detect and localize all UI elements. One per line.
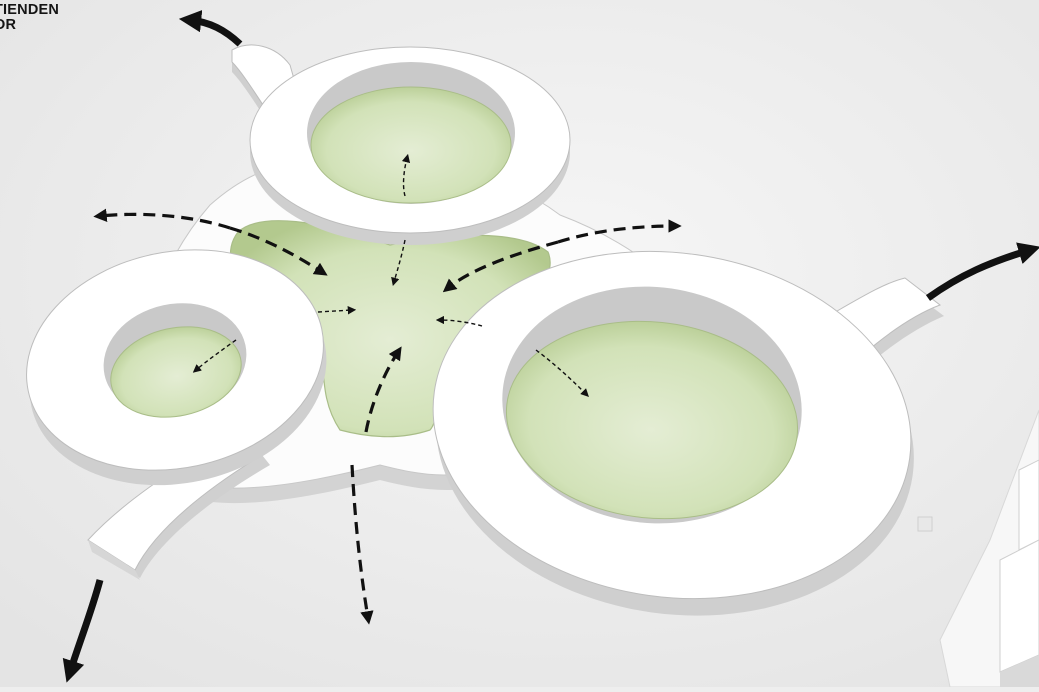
caption-line-2: OR — [0, 18, 59, 33]
caption-line-1: TIENDEN — [0, 3, 59, 18]
diagram-caption: TIENDEN OR — [0, 3, 59, 33]
